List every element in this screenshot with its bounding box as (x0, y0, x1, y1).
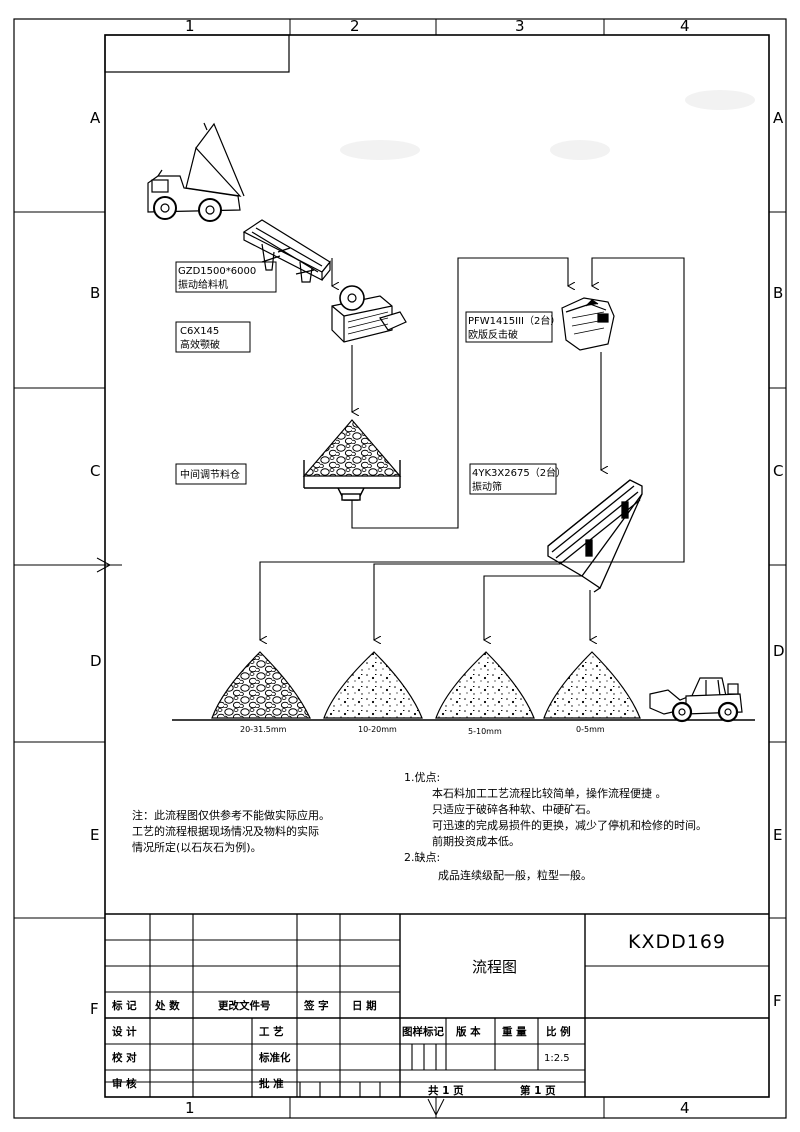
watermark-smudge (340, 90, 755, 160)
impact-name: 欧版反击破 (468, 328, 518, 341)
surge-bin-icon (302, 419, 402, 501)
label-version: 版 本 (456, 1025, 481, 1038)
impact-model: PFW1415III（2台） (468, 314, 560, 327)
center-mark-left-icon (90, 557, 122, 573)
feeder-label-box (175, 261, 277, 293)
bin-label-box (175, 463, 247, 485)
impact-label-box (465, 311, 553, 343)
advantage-line-4: 前期投资成本低。 (432, 835, 520, 848)
product-pile-0-5 (543, 651, 641, 719)
note-line-2: 工艺的流程根据现场情况及物料的实际 (132, 825, 319, 838)
jaw-label-box (175, 321, 251, 353)
grid-col-2: 2 (350, 17, 360, 35)
grid-row-f: F (90, 1000, 99, 1018)
vibrating-feeder-icon (242, 219, 331, 283)
grid-row-e-right: E (773, 826, 782, 844)
grid-row-e: E (90, 826, 99, 844)
grid-row-b-right: B (773, 284, 783, 302)
label-check: 校 对 (112, 1051, 137, 1064)
feeder-name: 振动给料机 (178, 278, 228, 291)
scale-value: 1:2.5 (544, 1053, 570, 1064)
advantage-line-2: 只适应于破碎各种软、中硬矿石。 (432, 803, 597, 816)
page-number: 第 1 页 (520, 1084, 556, 1097)
label-scale: 比 例 (546, 1025, 571, 1038)
grid-row-c: C (90, 462, 100, 480)
wheel-loader-icon (649, 677, 743, 723)
grid-row-f-right: F (773, 992, 782, 1010)
header-count: 处 数 (154, 999, 180, 1012)
note-line-1: 注：此流程图仅供参考不能做实际应用。 (132, 809, 330, 822)
grid-row-c-right: C (773, 462, 783, 480)
corner-box (104, 34, 290, 73)
label-standard: 标准化 (258, 1051, 291, 1064)
jaw-crusher-icon (331, 285, 407, 343)
disadvantage-line-1: 成品连续级配一般，粒型一般。 (438, 869, 592, 882)
jaw-model: C6X145 (180, 326, 219, 337)
advantages-title: 1.优点: (404, 771, 441, 784)
grid-row-a: A (90, 109, 101, 127)
vibrating-screen-icon (547, 479, 643, 593)
product-label-3: 5-10mm (468, 727, 502, 736)
header-mark: 标 记 (111, 999, 137, 1012)
label-review: 审 核 (112, 1077, 137, 1090)
bin-name: 中间调节料仓 (180, 468, 240, 481)
header-sign: 签 字 (303, 999, 329, 1012)
label-weight: 重 量 (502, 1025, 527, 1038)
label-pattern-mark: 图样标记 (402, 1025, 444, 1038)
product-label-4: 0-5mm (576, 725, 605, 734)
disadvantages-title: 2.缺点: (404, 851, 441, 864)
product-pile-10-20 (323, 651, 423, 719)
pros-cons-block: 1.优点: 本石料加工工艺流程比较简单，操作流程便捷 。 只适应于破碎各种软、中… (404, 770, 707, 884)
total-pages: 共 1 页 (428, 1084, 464, 1097)
screen-label-box (469, 463, 557, 495)
grid-col-1-bottom: 1 (185, 1099, 195, 1117)
screen-model: 4YK3X2675（2台） (472, 466, 566, 479)
title-block-grid (105, 913, 769, 1097)
grid-row-a-right: A (773, 109, 784, 127)
outer-frame (13, 18, 787, 1119)
jaw-name: 高效颚破 (180, 338, 220, 351)
inner-frame (104, 34, 770, 1098)
drawing-title: 流程图 (472, 958, 517, 976)
header-doc: 更改文件号 (218, 999, 271, 1012)
label-craft: 工 艺 (259, 1025, 284, 1038)
product-label-2: 10-20mm (358, 725, 397, 734)
label-design: 设 计 (112, 1025, 137, 1038)
label-approve: 批 准 (259, 1077, 284, 1090)
grid-col-1: 1 (185, 17, 195, 35)
product-pile-5-10 (435, 651, 535, 719)
dump-truck-icon (147, 122, 245, 222)
grid-col-4-bottom: 4 (680, 1099, 690, 1117)
note-line-3: 情况所定(以石灰石为例)。 (132, 841, 262, 854)
product-pile-20-31 (211, 651, 311, 719)
advantage-line-3: 可迅速的完成易损件的更换，减少了停机和检修的时间。 (432, 819, 707, 832)
grid-row-d: D (90, 652, 102, 670)
grid-row-b: B (90, 284, 100, 302)
header-date: 日 期 (352, 999, 377, 1012)
grid-col-3: 3 (515, 17, 525, 35)
disclaimer-note: 注：此流程图仅供参考不能做实际应用。 工艺的流程根据现场情况及物料的实际 情况所… (132, 808, 330, 856)
grid-row-d-right: D (773, 642, 785, 660)
feeder-model: GZD1500*6000 (178, 266, 256, 277)
drawing-code: KXDD169 (628, 931, 726, 953)
product-label-1: 20-31.5mm (240, 725, 287, 734)
flow-lines (260, 257, 685, 640)
screen-name: 振动筛 (472, 480, 502, 493)
center-mark-bottom-icon (427, 1097, 445, 1118)
advantage-line-1: 本石料加工工艺流程比较简单，操作流程便捷 。 (432, 787, 667, 800)
grid-col-4: 4 (680, 17, 690, 35)
impact-crusher-icon (561, 297, 615, 351)
